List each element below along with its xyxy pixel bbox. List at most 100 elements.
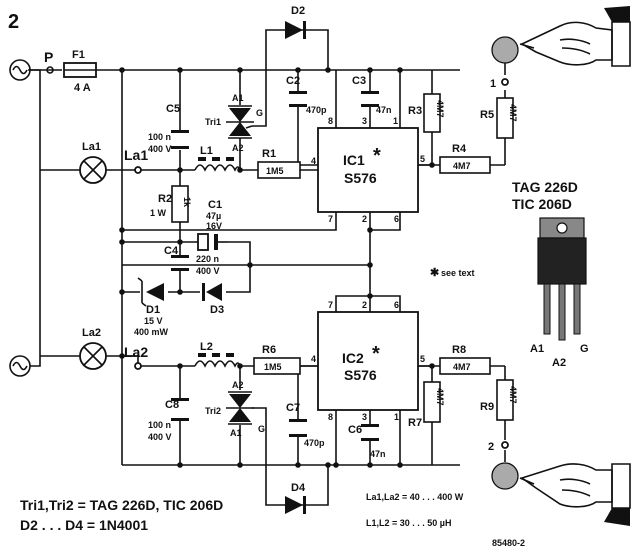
capacitor-c5 xyxy=(171,130,189,149)
capacitor-c2 xyxy=(289,91,307,107)
d1-value-1: 15 V xyxy=(144,316,163,326)
r7-name: R7 xyxy=(408,417,422,429)
tri1-a2: A2 xyxy=(232,143,244,153)
node-la2-label: La2 xyxy=(124,344,148,360)
c5-value-2: 400 V xyxy=(148,144,172,154)
ic1-part: S576 xyxy=(344,170,377,186)
r5-value: 4M7 xyxy=(508,104,518,122)
ic1-pin5: 5 xyxy=(420,154,425,164)
node-la1 xyxy=(134,166,142,174)
r4-value: 4M7 xyxy=(453,161,471,171)
l2-label: L2 xyxy=(200,341,213,353)
ic2-pin7: 7 xyxy=(328,300,333,310)
lamp-la2-label: La2 xyxy=(82,327,101,339)
touch-terminal-2 xyxy=(501,441,509,449)
inductor-l2 xyxy=(194,353,241,368)
tri2-a2: A2 xyxy=(232,380,244,390)
d2-label: D2 xyxy=(291,5,305,17)
d4-label: D4 xyxy=(291,482,306,494)
touch-plate-1 xyxy=(491,36,519,64)
ic1-name: IC1 xyxy=(343,152,365,168)
diode-d4 xyxy=(282,496,312,514)
to220-package-icon xyxy=(537,217,587,341)
r3-value: 4M7 xyxy=(435,100,445,118)
see-text-note: see text xyxy=(441,268,475,278)
tri1-g: G xyxy=(256,108,263,118)
note-triacs: Tri1,Tri2 = TAG 226D, TIC 206D xyxy=(20,497,223,513)
c8-value-1: 100 n xyxy=(148,420,171,430)
r2-power: 1 W xyxy=(150,208,167,218)
node-la1-label: La1 xyxy=(124,147,148,163)
ic2-pin1: 1 xyxy=(394,412,399,422)
c8-name: C8 xyxy=(165,399,179,411)
c7-value: 470p xyxy=(304,438,325,448)
zener-diode-d1 xyxy=(137,277,164,307)
touch-label-2: 2 xyxy=(488,441,494,453)
d3-label: D3 xyxy=(210,304,224,316)
ic1-chip xyxy=(317,127,419,213)
ic1-pin1: 1 xyxy=(393,116,398,126)
lamp-la2 xyxy=(79,342,107,370)
tri1-label: Tri1 xyxy=(205,117,221,127)
r5-name: R5 xyxy=(480,109,494,121)
resistor-r7 xyxy=(423,381,441,423)
c1-value-2: 16V xyxy=(206,221,222,231)
tri2-label: Tri2 xyxy=(205,406,221,416)
ic1-asterisk: * xyxy=(373,145,381,167)
capacitor-c6 xyxy=(361,424,379,441)
resistor-r9 xyxy=(496,379,514,421)
terminal-p xyxy=(46,66,54,74)
d1-name: D1 xyxy=(146,304,160,316)
junction-dots xyxy=(119,67,435,468)
c8-value-2: 400 V xyxy=(148,432,172,442)
ic1-pin4: 4 xyxy=(311,156,316,166)
c7-name: C7 xyxy=(286,402,300,414)
c4-value-2: 400 V xyxy=(196,266,220,276)
l1-label: L1 xyxy=(200,145,213,157)
capacitor-c8 xyxy=(171,398,189,421)
ic2-pin5: 5 xyxy=(420,354,425,364)
package-g: G xyxy=(580,343,589,355)
power-label: P xyxy=(44,49,53,65)
ic2-asterisk: * xyxy=(372,343,380,365)
figure-number: 2 xyxy=(8,11,19,33)
resistor-r1 xyxy=(257,161,301,179)
ic2-pin2: 2 xyxy=(362,300,367,310)
c4-value-1: 220 n xyxy=(196,254,219,264)
fuse-f1 xyxy=(63,62,97,78)
package-title-1: TAG 226D xyxy=(512,179,578,195)
hand-pointing-icon-bottom xyxy=(519,463,631,526)
c1-name: C1 xyxy=(208,199,222,211)
r2-value: 1k xyxy=(182,197,192,208)
hand-pointing-icon-top xyxy=(519,6,631,67)
resistor-r6 xyxy=(253,357,301,375)
triac-tri2 xyxy=(226,391,254,425)
ic1-pin3: 3 xyxy=(362,116,367,126)
figure-code: 85480-2 xyxy=(492,538,525,548)
package-a2: A2 xyxy=(552,357,566,369)
tri2-g: G xyxy=(258,424,265,434)
c1-value-1: 47µ xyxy=(206,211,221,221)
ic1-pin7: 7 xyxy=(328,214,333,224)
r9-value: 4M7 xyxy=(508,386,518,404)
ic2-name: IC2 xyxy=(342,350,364,366)
c6-name: C6 xyxy=(348,424,362,436)
inductor-l1 xyxy=(194,157,241,172)
c5-name: C5 xyxy=(166,103,180,115)
fuse-name: F1 xyxy=(72,49,85,61)
resistor-r2 xyxy=(171,185,189,223)
r6-name: R6 xyxy=(262,344,276,356)
ic2-chip xyxy=(317,311,419,411)
resistor-r4 xyxy=(439,156,491,174)
lamp-la1-label: La1 xyxy=(82,141,101,153)
r1-name: R1 xyxy=(262,148,276,160)
diode-d2 xyxy=(282,21,312,39)
c3-name: C3 xyxy=(352,75,366,87)
lamp-la1 xyxy=(79,156,107,184)
ic2-pin4: 4 xyxy=(311,354,316,364)
r8-name: R8 xyxy=(452,344,466,356)
ic2-pin6: 6 xyxy=(394,300,399,310)
package-a1: A1 xyxy=(530,343,544,355)
c3-value: 47n xyxy=(376,105,392,115)
